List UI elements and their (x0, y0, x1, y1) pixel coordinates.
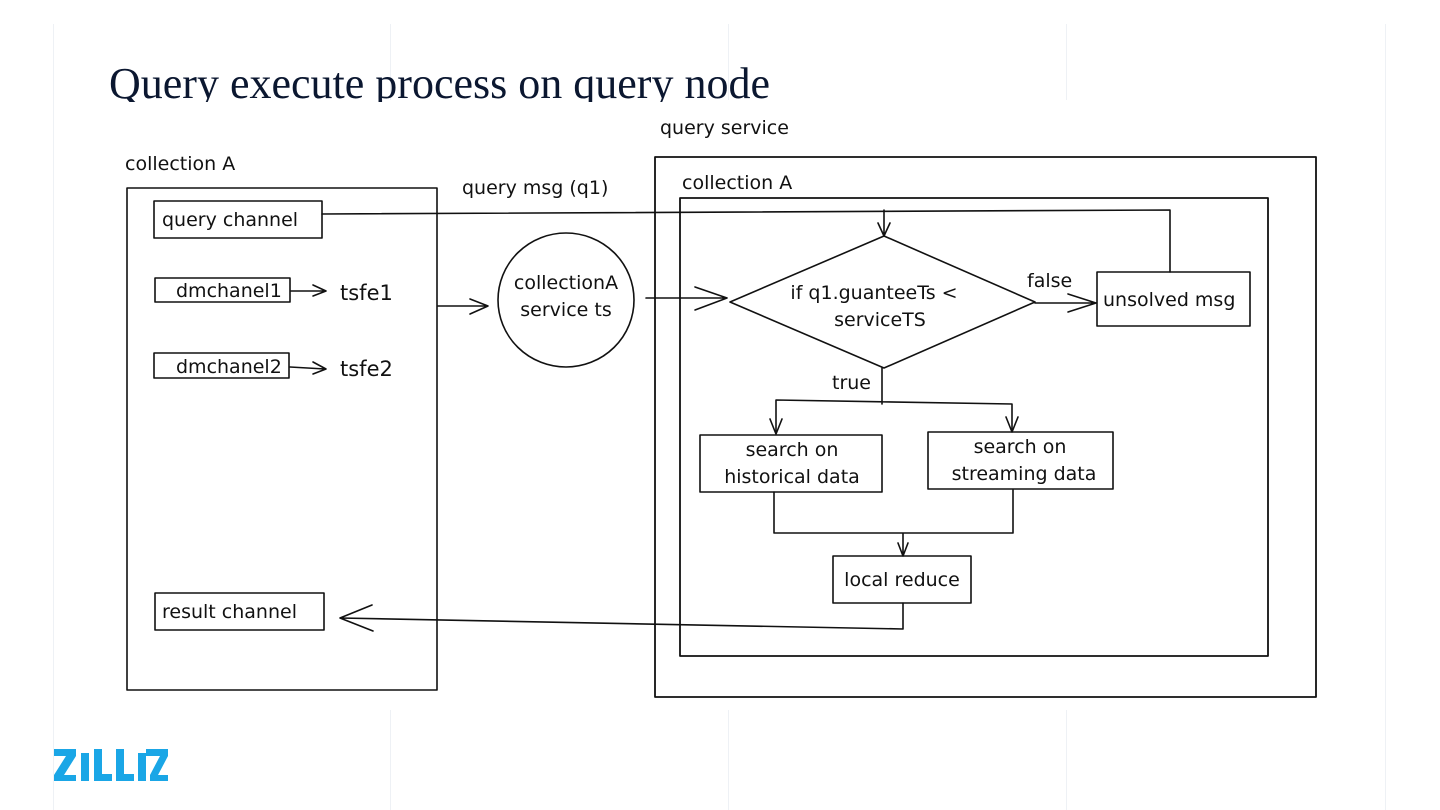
zilliz-logo-icon (54, 749, 168, 781)
arrow-icon (289, 361, 327, 375)
dmchannel-1-box (154, 277, 291, 303)
dmchannel-2-box (153, 352, 290, 379)
arrow-icon (877, 209, 891, 237)
inner-collection-box (679, 197, 1269, 657)
false-label: false (1027, 270, 1072, 292)
arrow-icon (1034, 293, 1097, 313)
search-historical-line2: historical data (724, 466, 860, 488)
grid-line (53, 24, 54, 810)
local-reduce-label: local reduce (844, 569, 960, 591)
query-msg-edge (321, 209, 1171, 273)
arrow-icon (290, 284, 327, 297)
tsfe-2-label: tsfe2 (340, 357, 393, 381)
search-historical-line1: search on (746, 439, 839, 461)
decision-line2: serviceTS (834, 309, 926, 331)
local-reduce-box (832, 555, 972, 604)
dmchannel-1-label: dmchanel1 (176, 280, 282, 302)
flow-diagram: collection A query channel dmchanel1 tsf… (110, 100, 1340, 710)
search-historical-box (699, 434, 883, 493)
arrow-icon (437, 298, 489, 315)
merge-edge (773, 489, 1014, 557)
result-channel-box (154, 592, 325, 631)
service-ts-node (497, 232, 635, 368)
query-service-box (654, 156, 1317, 698)
query-channel-box (153, 200, 323, 239)
unsolved-msg-label: unsolved msg (1103, 289, 1235, 311)
inner-collection-label: collection A (682, 172, 792, 194)
query-msg-label: query msg (q1) (462, 177, 608, 199)
true-label: true (832, 372, 871, 394)
arrow-icon (645, 286, 728, 311)
left-collection-box (126, 187, 438, 691)
query-service-label: query service (660, 117, 789, 139)
search-streaming-box (927, 431, 1114, 490)
slide-title: Query execute process on query node (109, 59, 770, 102)
grid-line (1385, 24, 1386, 810)
query-channel-label: query channel (162, 209, 298, 231)
search-streaming-line1: search on (974, 436, 1067, 458)
result-channel-label: result channel (162, 601, 297, 623)
left-collection-label: collection A (125, 153, 235, 175)
decision-line1: if q1.guanteeTs < (790, 282, 957, 304)
true-branch-edge (775, 367, 1013, 434)
result-edge (339, 602, 904, 632)
dmchannel-2-label: dmchanel2 (176, 356, 282, 378)
service-ts-line2: service ts (520, 299, 611, 321)
unsolved-msg-box (1096, 271, 1251, 327)
tsfe-1-label: tsfe1 (340, 281, 393, 305)
decision-node (729, 235, 1036, 369)
search-streaming-line2: streaming data (952, 463, 1097, 485)
service-ts-line1: collectionA (514, 272, 618, 294)
zilliz-logo (54, 749, 168, 786)
